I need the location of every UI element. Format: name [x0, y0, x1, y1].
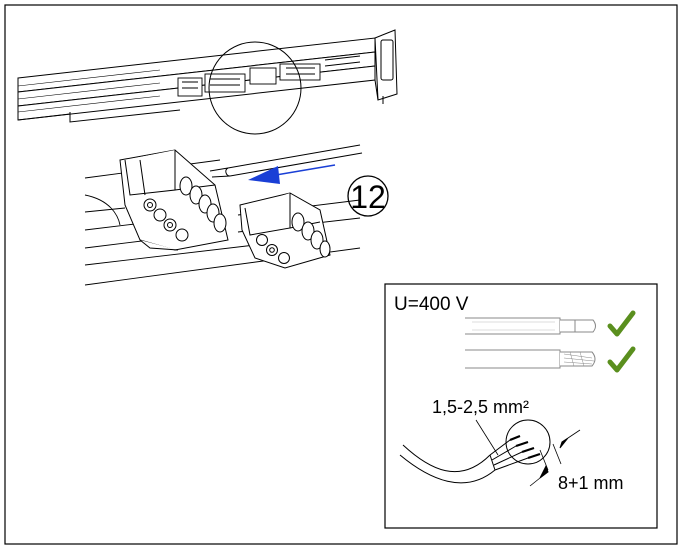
wire-spec-box: U=400 V 1,5-2,5 mm²	[384, 283, 658, 529]
step-number-badge: 12	[347, 175, 389, 217]
page-frame	[4, 4, 678, 545]
solid-wire-drawing	[465, 317, 596, 335]
strip-length-label: 8+1 mm	[558, 473, 624, 493]
insert-direction-arrow	[248, 164, 336, 184]
cable-end-drawing	[399, 419, 581, 487]
stranded-wire-drawing	[465, 349, 596, 369]
checkmark-icon	[607, 346, 636, 373]
checkmark-icon	[607, 310, 636, 337]
step-number: 12	[350, 179, 386, 215]
wire-size-label: 1,5-2,5 mm²	[432, 397, 529, 417]
rail-illustration	[17, 29, 398, 135]
cable-illustration	[209, 144, 363, 178]
terminal-block-right	[239, 192, 331, 269]
terminal-block-left	[119, 149, 229, 251]
voltage-label: U=400 V	[394, 294, 469, 315]
